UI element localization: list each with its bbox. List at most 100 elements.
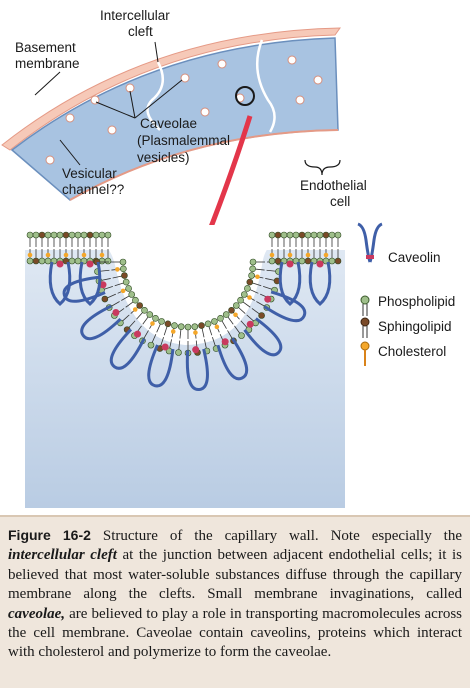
caveolin-scaffold — [264, 295, 272, 303]
cholesterol-molecule — [81, 252, 87, 258]
lipid-head — [310, 231, 318, 239]
lipid-head — [268, 257, 276, 265]
caveolin-scaffold — [99, 281, 107, 289]
lipid-head — [334, 231, 342, 239]
capillary-wall-diagram: Intercellular cleft Basement membrane Ca… — [1, 8, 455, 508]
lipid-head — [211, 318, 218, 325]
lipid-head — [238, 332, 245, 339]
cholesterol-molecule — [269, 252, 275, 258]
lipid-head — [152, 314, 159, 322]
lipid-head — [304, 257, 312, 265]
lipid-head — [286, 231, 294, 239]
caveolin-hairpin — [278, 261, 302, 306]
lipid-head — [74, 231, 82, 239]
label-intercellular-cleft-1: Intercellular — [100, 8, 170, 23]
lipid-head — [280, 231, 288, 239]
endothelial-cell-bracket — [304, 159, 341, 176]
lipid-head — [119, 258, 127, 266]
lipid-head — [268, 231, 276, 239]
lipid-head — [298, 231, 306, 239]
lipid-head — [44, 231, 52, 239]
lipid-head — [128, 291, 136, 298]
label-basement-membrane-2: membrane — [15, 56, 80, 71]
vesicles — [45, 55, 323, 165]
lipid-head — [38, 257, 46, 265]
pointer-caveolae-1 — [95, 101, 136, 119]
lipid-head — [316, 231, 324, 239]
caveolin-scaffold — [134, 330, 142, 338]
vesicle — [295, 95, 305, 105]
lipid-head — [74, 257, 82, 265]
caveolin-scaffold — [221, 338, 229, 346]
caption-term-intercellular-cleft: intercellular cleft — [8, 547, 117, 564]
lipid-head — [237, 296, 244, 304]
cholesterol-molecule — [120, 288, 126, 294]
caveolin-proteins — [48, 260, 332, 392]
intercellular-cleft-line-2 — [256, 39, 276, 133]
caveolin-hairpin — [243, 317, 283, 357]
intercellular-cleft-line — [146, 61, 165, 131]
lipid-head — [92, 231, 100, 239]
pointer-basement — [34, 71, 61, 96]
lipid-head — [240, 291, 248, 298]
lipid-head — [177, 323, 185, 330]
lipid-head — [184, 323, 192, 331]
caption-box: Figure 16-2 Structure of the capillary w… — [0, 515, 470, 688]
caption-term-caveolae: caveolae, — [8, 605, 66, 622]
vesicle — [217, 59, 227, 69]
lipid-head — [222, 311, 230, 318]
lipid-head — [32, 231, 40, 239]
caveolin-hairpin — [263, 290, 307, 323]
pointer-cleft — [154, 41, 159, 63]
lipid-head — [44, 257, 52, 265]
lipid-head — [122, 278, 130, 286]
lipid-head — [26, 231, 34, 239]
basement-membrane-band — [1, 27, 341, 151]
caveolin-hairpin — [216, 337, 249, 381]
cholesterol-molecule — [305, 252, 311, 258]
label-endothelial-cell-1: Endothelial — [300, 178, 367, 193]
lipid-head — [248, 272, 255, 279]
figure-caption: Figure 16-2 Structure of the capillary w… — [8, 526, 462, 663]
caveolin-scaffold — [286, 260, 294, 268]
lipid-head — [147, 341, 155, 349]
caveolin-hairpin — [185, 348, 209, 392]
label-caveolae-2: (Plasmalemmal — [137, 133, 230, 148]
caveolin-hairpin — [147, 344, 175, 388]
cholesterol-molecule — [99, 252, 105, 258]
vesicle — [180, 73, 190, 83]
lipid-head — [171, 322, 178, 329]
legend-sphingolipid-label: Sphingolipid — [378, 319, 452, 334]
caveolin-hairpin — [80, 304, 122, 341]
caveolin-scaffold — [86, 260, 94, 268]
lipid-head — [120, 265, 127, 273]
cholesterol-molecule — [45, 252, 51, 258]
legend-caveolin-label: Caveolin — [388, 250, 441, 265]
cholesterol-molecule — [170, 329, 176, 334]
caveolin-hairpin — [109, 328, 146, 370]
lipid-head — [38, 231, 46, 239]
capillary-wall-section: Intercellular cleft Basement membrane Ca… — [1, 8, 367, 209]
vesicle — [313, 75, 323, 85]
caveolin-scaffold — [316, 260, 324, 268]
label-intercellular-cleft-2: cleft — [128, 24, 153, 39]
legend-phospholipid-icon — [360, 295, 370, 316]
lipid-head — [121, 272, 128, 279]
lipid-head — [164, 320, 172, 328]
legend: Caveolin Phospholipid Sphingolipid Chole… — [357, 222, 455, 366]
lipid-head — [98, 231, 106, 239]
pointer-vesicular — [59, 139, 81, 166]
caveola-lumen — [25, 225, 345, 345]
lipid-head — [233, 302, 240, 309]
vesicle — [107, 125, 117, 135]
lipid-head — [101, 295, 109, 303]
label-vesicular-channel-1: Vesicular — [62, 166, 117, 181]
lipid-head — [146, 311, 154, 318]
label-caveolae-3: vesicles) — [137, 150, 190, 165]
lipid-head — [104, 231, 112, 239]
cholesterol-molecule — [27, 252, 33, 258]
lipid-head — [274, 257, 282, 265]
cholesterol-molecule — [193, 330, 198, 335]
cholesterol-molecule — [150, 321, 155, 326]
caveolin-hairpin — [308, 261, 332, 306]
